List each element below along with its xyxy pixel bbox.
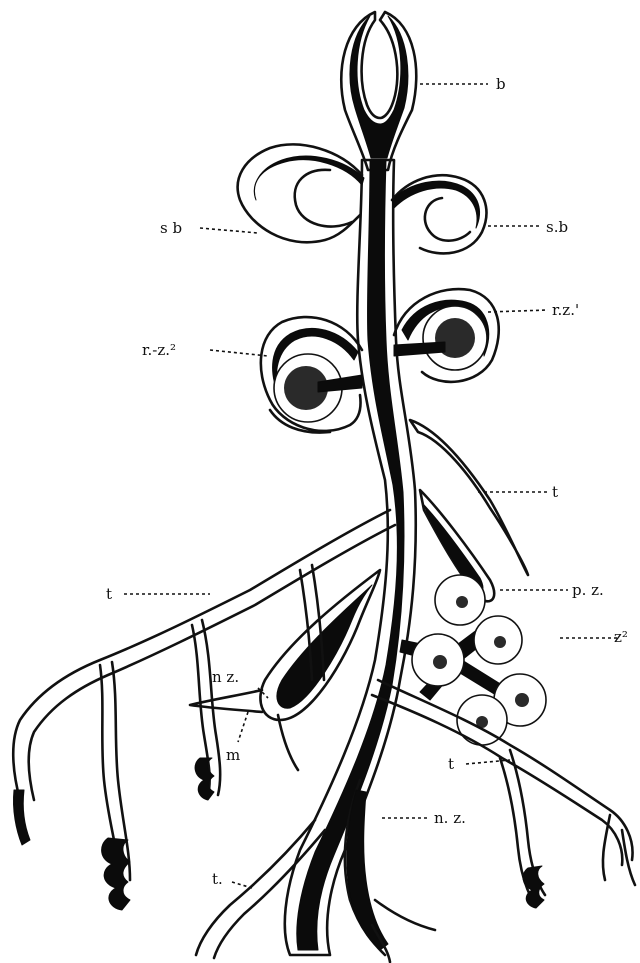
reproductive-zooid-left: [261, 317, 362, 432]
reproductive-zooid-right: [394, 289, 499, 382]
label-b: b: [496, 75, 506, 93]
label-rz2: r.-z.²: [142, 341, 176, 359]
tentacle-left-branch: [13, 510, 395, 910]
label-rz1: r.z.': [552, 301, 579, 319]
label-pz: p. z.: [572, 581, 604, 599]
apical-bud: [341, 12, 416, 170]
sterile-branch-left: [238, 144, 364, 242]
label-t-upper-right: t: [552, 483, 558, 501]
gonozooid-cluster: [400, 575, 546, 745]
label-z-right: z²: [614, 628, 628, 646]
label-sb-left: s b: [160, 219, 182, 237]
label-sb-right: s.b: [546, 218, 568, 236]
label-nz-left: n z.: [212, 668, 239, 686]
label-t-lower-right: t: [448, 755, 454, 773]
label-m: m: [226, 746, 240, 764]
sterile-branch-right: [392, 175, 486, 253]
label-nz-bottom: n. z.: [434, 809, 466, 827]
label-t-bottom-left: t.: [212, 870, 223, 888]
label-t-left: t: [106, 585, 112, 603]
